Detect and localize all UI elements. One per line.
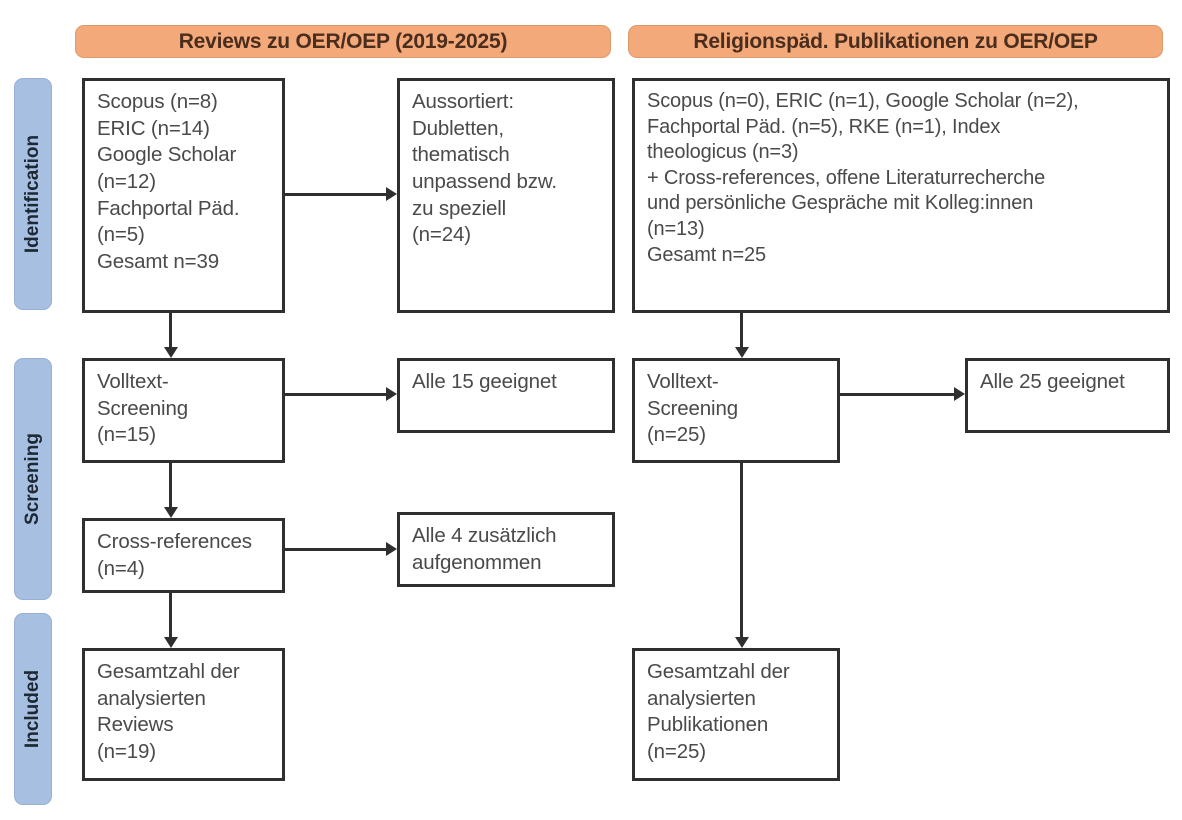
box-left-included-total: Gesamtzahl der analysierten Reviews (n=1… [82, 648, 285, 781]
box-left-cross-references-result: Alle 4 zusätzlich aufgenommen [397, 512, 615, 587]
stage-label-screening-text: Screening [22, 433, 43, 525]
arrowhead-left-to-crossrefs [164, 507, 178, 518]
box-left-fulltext-screening: Volltext- Screening (n=15) [82, 358, 285, 463]
stage-label-included: Included [14, 613, 52, 805]
box-right-identification-sources: Scopus (n=0), ERIC (n=1), Google Scholar… [632, 78, 1170, 313]
arrowhead-right-to-included [735, 637, 749, 648]
box-left-fulltext-result: Alle 15 geeignet [397, 358, 615, 433]
arrowhead-right-to-result [954, 387, 965, 401]
box-right-fulltext-result: Alle 25 geeignet [965, 358, 1170, 433]
arrowhead-left-to-included [164, 637, 178, 648]
stage-label-screening: Screening [14, 358, 52, 600]
box-right-fulltext-screening: Volltext- Screening (n=25) [632, 358, 840, 463]
arrowhead-left-crossrefs-to-result [386, 542, 397, 556]
connector-left-crossrefs-to-included [169, 593, 172, 639]
connector-left-screening-to-result [285, 393, 386, 396]
stage-label-included-text: Included [22, 669, 43, 749]
connector-left-identification-to-excluded [285, 193, 386, 196]
connector-right-screening-to-result [840, 393, 954, 396]
arrowhead-left-to-excluded [386, 187, 397, 201]
connector-left-identification-to-screening [169, 313, 172, 349]
connector-right-screening-to-included [740, 463, 743, 639]
box-left-cross-references: Cross-references (n=4) [82, 518, 285, 593]
box-left-excluded: Aussortiert: Dubletten, thematisch unpas… [397, 78, 615, 313]
box-left-identification-sources: Scopus (n=8) ERIC (n=14) Google Scholar … [82, 78, 285, 313]
connector-right-identification-to-screening [740, 313, 743, 349]
header-left-reviews: Reviews zu OER/OEP (2019-2025) [75, 25, 611, 58]
box-right-included-total: Gesamtzahl der analysierten Publikatione… [632, 648, 840, 781]
header-right-publications: Religionspäd. Publikationen zu OER/OEP [628, 25, 1163, 58]
stage-label-identification: Identification [14, 78, 52, 310]
connector-left-screening-to-crossrefs [169, 463, 172, 509]
arrowhead-right-to-screening [735, 347, 749, 358]
stage-label-identification-text: Identification [22, 134, 43, 254]
connector-left-crossrefs-to-result [285, 548, 386, 551]
arrowhead-left-to-result [386, 387, 397, 401]
arrowhead-left-to-screening [164, 347, 178, 358]
